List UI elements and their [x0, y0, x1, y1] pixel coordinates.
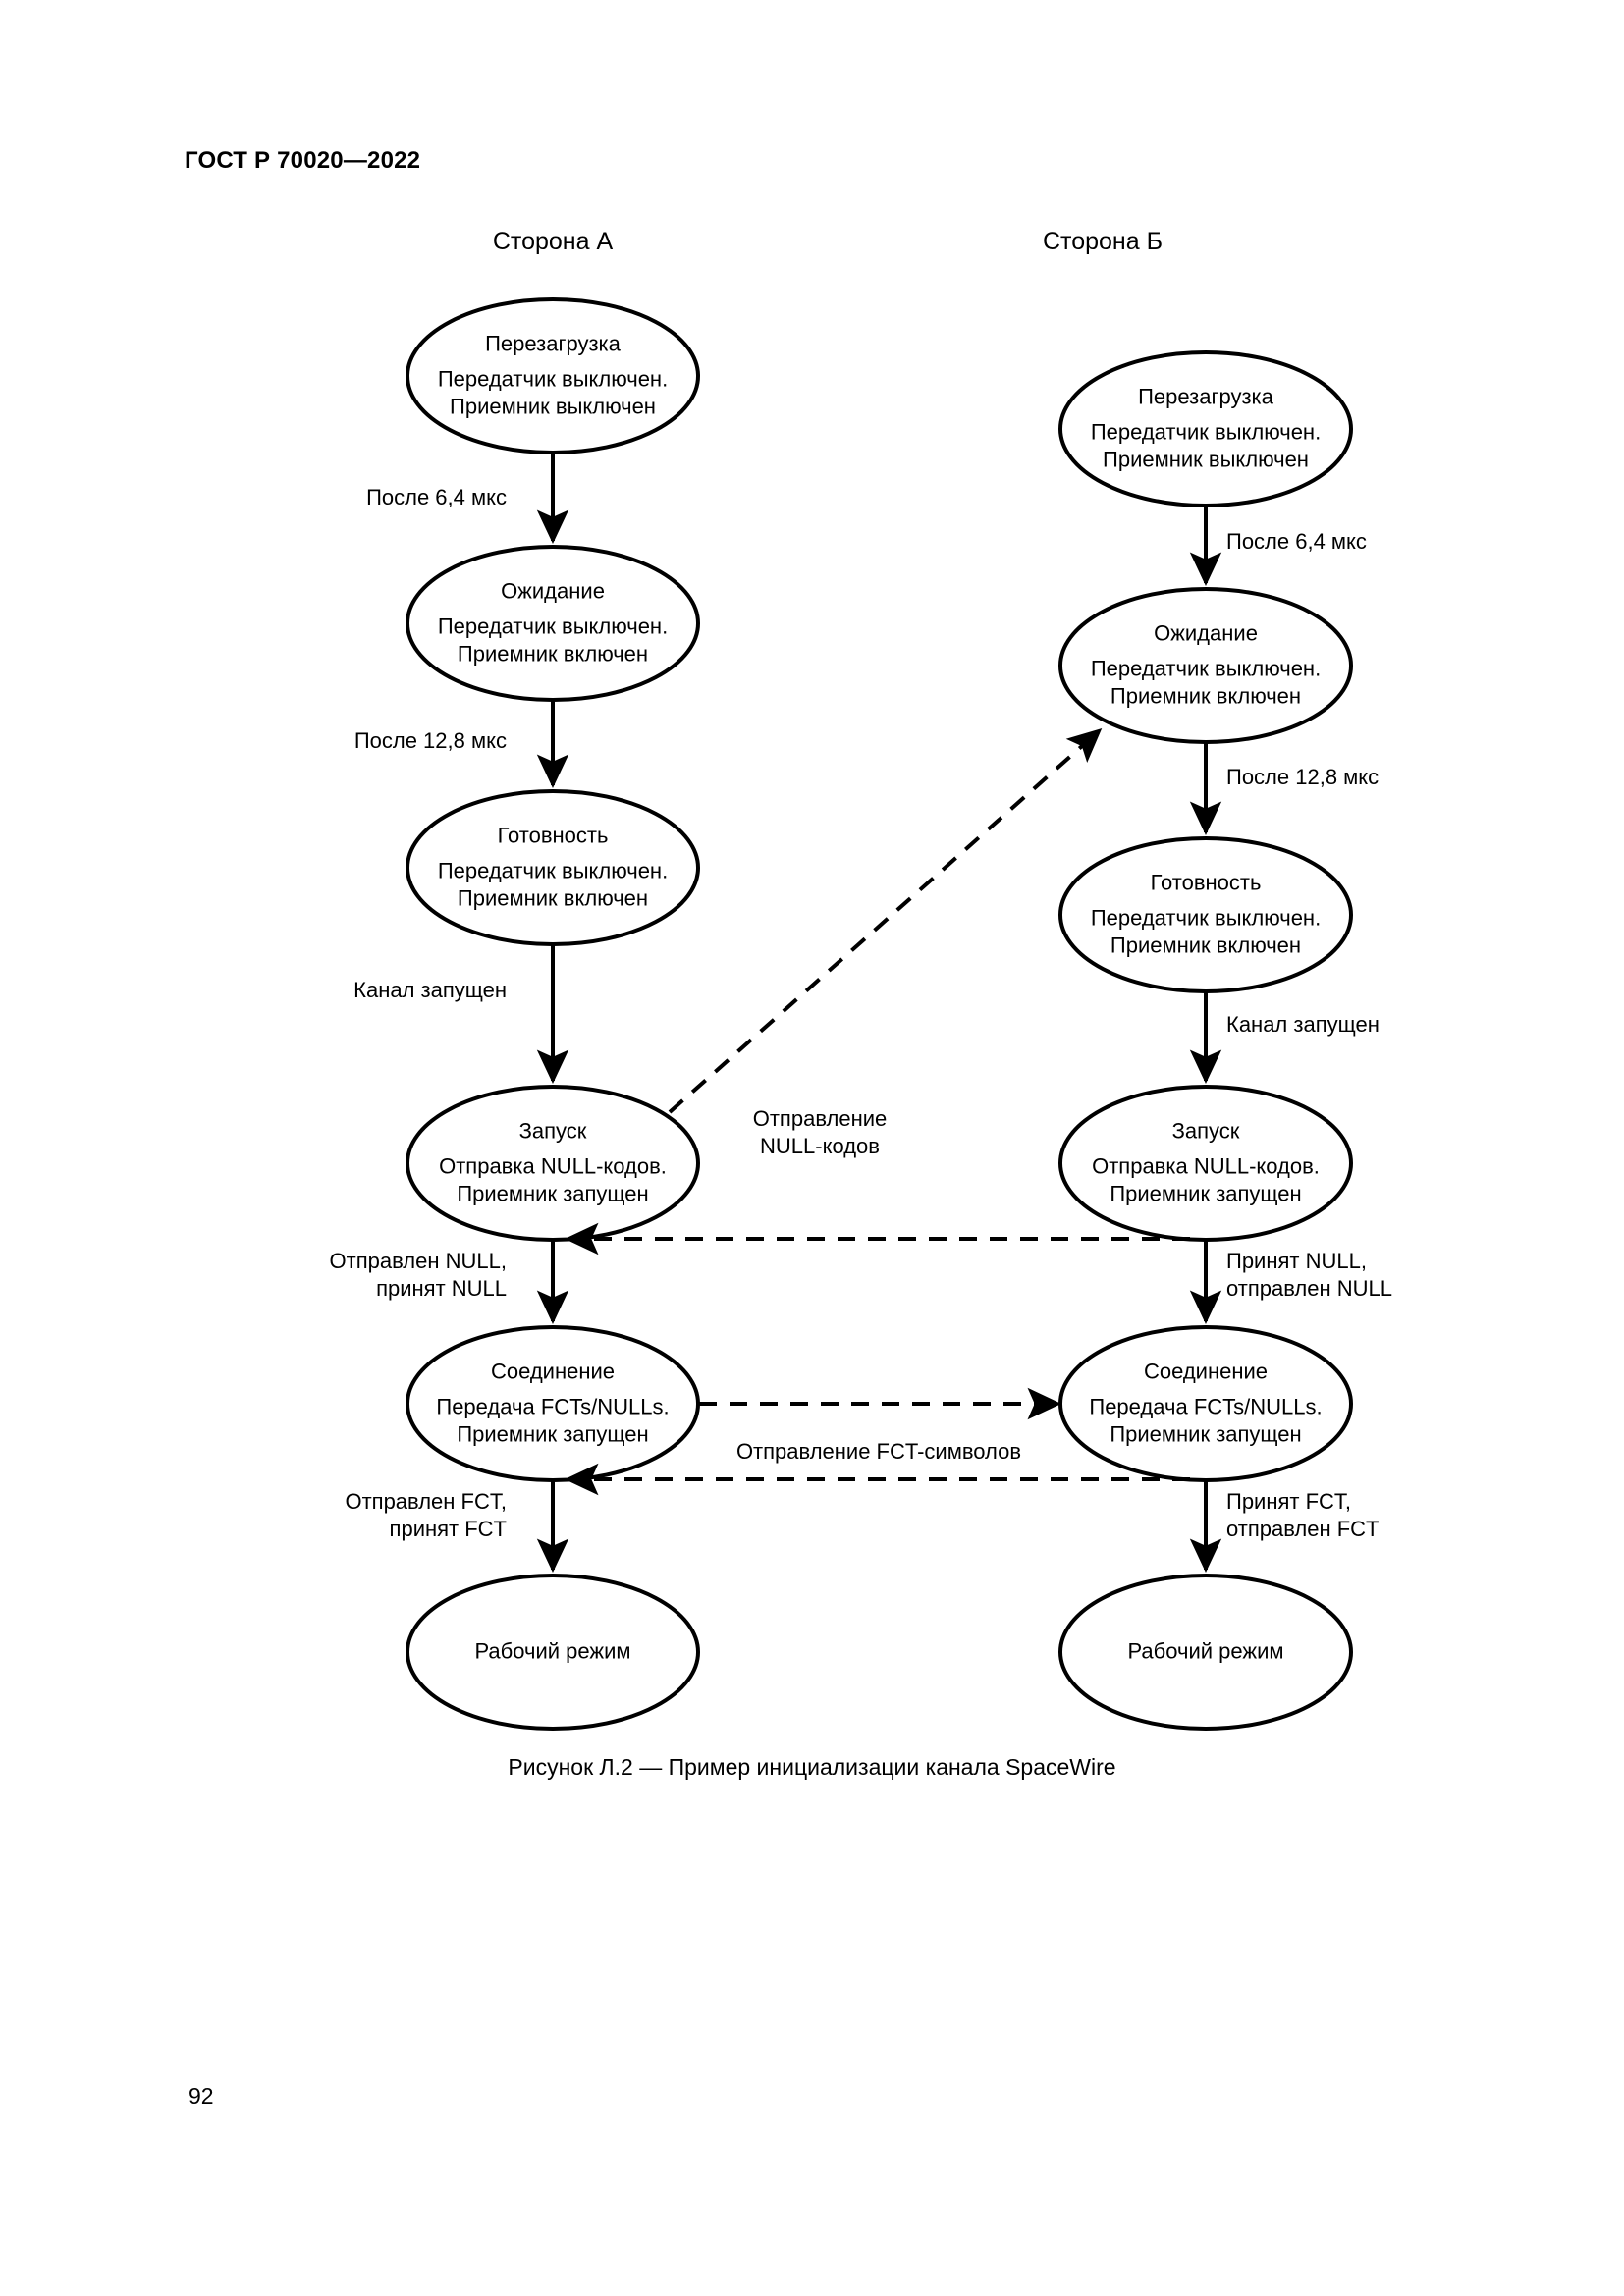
figure-caption: Рисунок Л.2 — Пример инициализации канал…: [508, 1754, 1116, 1780]
edge-label-line1: После 12,8 мкс: [353, 728, 507, 753]
edge-label-line2: отправлен NULL: [1226, 1276, 1392, 1302]
edge-label-line2: отправлен FCT: [1226, 1517, 1380, 1542]
document-header: ГОСТ Р 70020—2022: [185, 147, 421, 174]
edge-label-a-t3: Канал запущен: [353, 977, 507, 1004]
edge-label-line1: Отправление FCT-символов: [735, 1439, 1022, 1464]
edge-label-a-t5: Отправлен FCT, принят FCT: [345, 1488, 507, 1543]
edge-label-b-t3: Канал запущен: [1226, 1011, 1380, 1039]
edge-label-b-t1: После 6,4 мкс: [1226, 528, 1367, 556]
edge-label-line1: Принят FCT,: [1226, 1489, 1352, 1514]
column-title-side-b: Сторона Б: [1043, 228, 1163, 255]
edge-cross-null-a-to-b: [668, 728, 1103, 1114]
edge-label-line1: Канал запущен: [1226, 1012, 1380, 1037]
edge-label-a-t2: После 12,8 мкс: [354, 727, 507, 755]
node-a-run[interactable]: [406, 1574, 700, 1731]
node-b-start[interactable]: [1058, 1085, 1353, 1242]
edge-label-cross-fct: Отправление FCT-символов: [736, 1438, 1021, 1466]
edge-label-line1: После 12,8 мкс: [1226, 765, 1380, 789]
page-number: 92: [189, 2083, 214, 2109]
node-a-wait[interactable]: [406, 545, 700, 702]
node-b-wait[interactable]: [1058, 587, 1353, 744]
edge-label-line1: Канал запущен: [353, 978, 507, 1002]
node-b-run[interactable]: [1058, 1574, 1353, 1731]
node-b-reset[interactable]: [1058, 350, 1353, 507]
edge-label-b-t4: Принят NULL, отправлен NULL: [1226, 1248, 1392, 1303]
edge-label-b-t5: Принят FCT, отправлен FCT: [1226, 1488, 1380, 1543]
edge-label-line1: Принят NULL,: [1226, 1249, 1367, 1273]
node-b-connect[interactable]: [1058, 1325, 1353, 1482]
edge-label-a-t1: После 6,4 мкс: [366, 484, 507, 511]
edge-label-line2: принят NULL: [376, 1276, 507, 1302]
edge-label-line2: принят FCT: [389, 1517, 507, 1542]
edge-label-line1: После 6,4 мкс: [366, 485, 507, 509]
node-b-ready[interactable]: [1058, 836, 1353, 993]
node-a-ready[interactable]: [406, 789, 700, 946]
column-title-side-a: Сторона А: [492, 228, 614, 255]
edge-label-cross-null: Отправление NULL-кодов: [753, 1105, 888, 1160]
node-a-start[interactable]: [406, 1085, 700, 1242]
edge-label-a-t4: Отправлен NULL, принят NULL: [330, 1248, 507, 1303]
edge-label-line2: NULL-кодов: [760, 1134, 880, 1159]
edge-label-line1: После 6,4 мкс: [1226, 529, 1367, 554]
node-a-reset[interactable]: [406, 297, 700, 454]
edge-label-line1: Отправлен FCT,: [345, 1489, 507, 1514]
node-a-connect[interactable]: [406, 1325, 700, 1482]
edge-label-line1: Отправление: [752, 1106, 888, 1131]
edge-label-line1: Отправлен NULL,: [329, 1249, 507, 1273]
edge-label-b-t2: После 12,8 мкс: [1226, 764, 1379, 791]
